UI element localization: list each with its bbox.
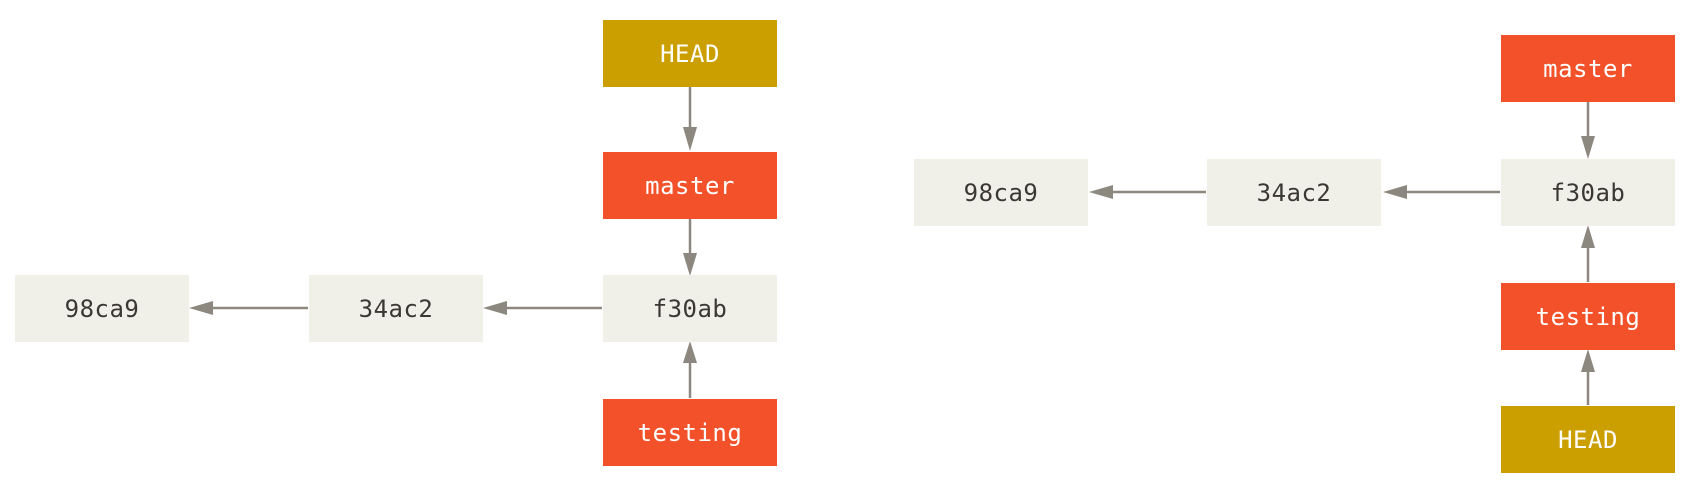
arrow-master-to-commit-tip bbox=[683, 253, 697, 276]
arrow-testing-to-commit-tip bbox=[683, 341, 697, 363]
right-commit-34ac2: 34ac2 bbox=[1207, 159, 1381, 226]
arrow-f30ab-to-34ac2-tip bbox=[483, 301, 507, 315]
arrow-head-to-master-tip bbox=[683, 127, 697, 151]
left-arrows bbox=[189, 87, 697, 398]
arrow-right-34ac2-to-98ca9-tip bbox=[1089, 185, 1113, 199]
arrow-34ac2-to-98ca9-tip bbox=[189, 301, 213, 315]
arrow-right-testing-to-commit-tip bbox=[1581, 225, 1595, 248]
arrow-right-master-to-commit-tip bbox=[1581, 136, 1595, 159]
left-commit-98ca9: 98ca9 bbox=[15, 275, 189, 342]
arrow-right-f30ab-to-34ac2-tip bbox=[1383, 185, 1407, 199]
left-testing-branch: testing bbox=[603, 399, 777, 466]
right-commit-98ca9: 98ca9 bbox=[914, 159, 1088, 226]
right-head-pointer: HEAD bbox=[1501, 406, 1675, 473]
right-commit-f30ab: f30ab bbox=[1501, 159, 1675, 226]
right-arrows bbox=[1089, 102, 1595, 405]
left-commit-34ac2: 34ac2 bbox=[309, 275, 483, 342]
right-master-branch: master bbox=[1501, 35, 1675, 102]
left-commit-f30ab: f30ab bbox=[603, 275, 777, 342]
left-head-pointer: HEAD bbox=[603, 20, 777, 87]
arrow-right-head-to-testing-tip bbox=[1581, 349, 1595, 372]
right-testing-branch: testing bbox=[1501, 283, 1675, 350]
left-master-branch: master bbox=[603, 152, 777, 219]
